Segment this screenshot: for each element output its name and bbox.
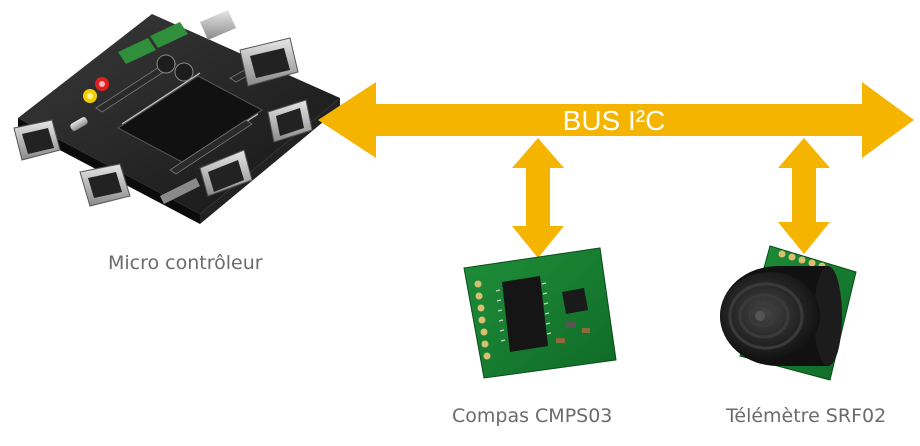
ultrasonic-rangefinder-icon — [720, 245, 857, 381]
microcontroller-label: Micro contrôleur — [108, 252, 263, 274]
microcontroller-board-icon — [13, 10, 340, 224]
i2c-bus-arrow — [318, 82, 914, 158]
compass-label: Compas CMPS03 — [452, 405, 613, 427]
rangefinder-label: Télémètre SRF02 — [726, 405, 887, 427]
bus-label: BUS I²C — [563, 105, 666, 136]
rangefinder-connection-arrow — [778, 138, 830, 254]
compass-connection-arrow — [512, 138, 564, 258]
compass-module-icon — [463, 247, 617, 379]
